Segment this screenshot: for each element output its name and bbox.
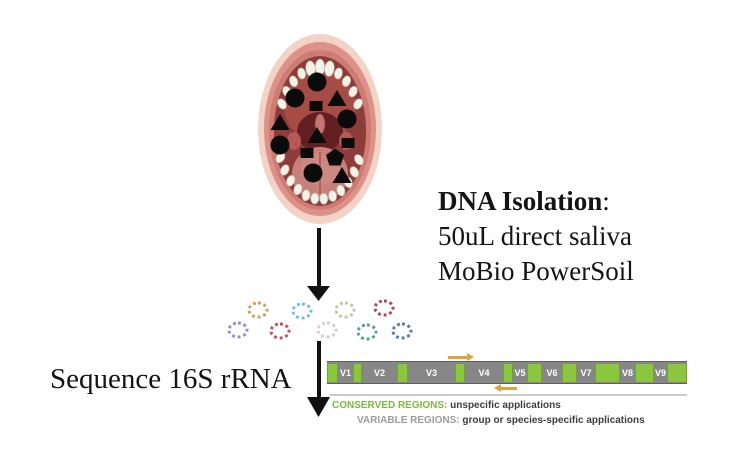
reverse-primer-arrow-icon [494, 384, 517, 392]
plasmid-ring [391, 322, 413, 340]
primer-tip [494, 384, 501, 392]
sequence-16s-label: Sequence 16S rRNA [50, 363, 292, 395]
triangle-microbe-marker [307, 127, 327, 143]
variable-regions-text: group or species-specific applications [462, 415, 645, 426]
circle-microbe-marker [307, 72, 327, 92]
circle-microbe-marker [337, 109, 357, 129]
segment-v1: V1 [338, 362, 353, 383]
segment-v7: V7 [577, 362, 595, 383]
circle-microbe-marker [303, 163, 323, 183]
segment-conserved [353, 363, 362, 382]
segment-conserved [327, 363, 338, 382]
segment-conserved [397, 363, 408, 382]
triangle-microbe-marker [327, 90, 347, 106]
down-arrow-icon-1 [307, 228, 330, 301]
segment-label: V2 [373, 367, 385, 378]
plasmid-ring [356, 323, 378, 341]
dna-isolation-text: DNA Isolation: 50uL direct saliva MoBio … [438, 184, 634, 289]
plasmid-ring [334, 301, 356, 319]
segment-conserved [455, 363, 465, 382]
plasmid-ring [373, 299, 395, 317]
triangle-microbe-marker [332, 167, 352, 183]
dna-plasmids [225, 298, 425, 348]
segment-label: V3 [425, 367, 437, 378]
segment-v8: V8 [620, 362, 635, 383]
16s-gene-region-bar: V1 V2 V3 V4 V5 V6 V7 V8 V9 [327, 361, 687, 384]
dna-isolation-line3: MoBio PowerSoil [438, 256, 634, 286]
dna-isolation-line2: 50uL direct saliva [438, 221, 632, 251]
down-arrow-icon-2 [307, 341, 330, 418]
circle-microbe-marker [285, 88, 305, 108]
circle-microbe-marker [270, 135, 290, 155]
square-microbe-marker [341, 138, 355, 148]
conserved-regions-legend: CONSERVED REGIONS: unspecific applicatio… [332, 400, 561, 411]
segment-label: V8 [621, 367, 633, 378]
variable-regions-legend: VARIABLE REGIONS: group or species-speci… [357, 415, 645, 426]
plasmid-ring [316, 321, 338, 339]
square-microbe-marker [300, 148, 314, 158]
lower-teeth [275, 152, 364, 205]
pentagon-microbe-marker [326, 148, 344, 166]
segment-v3: V3 [408, 362, 455, 383]
variable-regions-label: VARIABLE REGIONS: [357, 415, 460, 426]
segment-label: V4 [478, 367, 490, 378]
segment-v5: V5 [513, 362, 527, 383]
segment-label: V6 [546, 367, 558, 378]
forward-primer-arrow-icon [448, 353, 474, 361]
arrow-shaft [316, 228, 321, 288]
primer-line [501, 387, 517, 390]
segment-label: V5 [514, 367, 526, 378]
segment-conserved [595, 363, 620, 382]
arrow-head [307, 397, 330, 417]
segment-conserved [562, 363, 577, 382]
primer-line [448, 356, 467, 359]
dna-isolation-title: DNA Isolation: [438, 186, 610, 216]
plasmid-ring [227, 321, 249, 339]
segment-label: V1 [339, 367, 351, 378]
conserved-regions-text: unspecific applications [450, 400, 561, 411]
segment-label: V9 [654, 367, 666, 378]
plasmid-ring [269, 322, 291, 340]
segment-v2: V2 [362, 362, 397, 383]
segment-conserved [503, 363, 513, 382]
segment-conserved [635, 363, 654, 382]
segment-label: V7 [580, 367, 592, 378]
microbe-markers [258, 34, 382, 224]
segment-conserved [667, 363, 687, 382]
mouth-illustration [258, 34, 382, 224]
plasmid-ring [291, 302, 313, 320]
segment-v6: V6 [542, 362, 562, 383]
segment-v4: V4 [465, 362, 503, 383]
segment-conserved [527, 363, 542, 382]
square-microbe-marker [309, 101, 323, 111]
plasmid-ring [247, 301, 269, 319]
segment-v9: V9 [654, 362, 667, 383]
primer-tip [467, 353, 474, 361]
conserved-regions-label: CONSERVED REGIONS: [332, 400, 448, 411]
arrow-shaft [316, 341, 321, 399]
triangle-microbe-marker [270, 114, 290, 130]
legend-divider [330, 394, 687, 396]
